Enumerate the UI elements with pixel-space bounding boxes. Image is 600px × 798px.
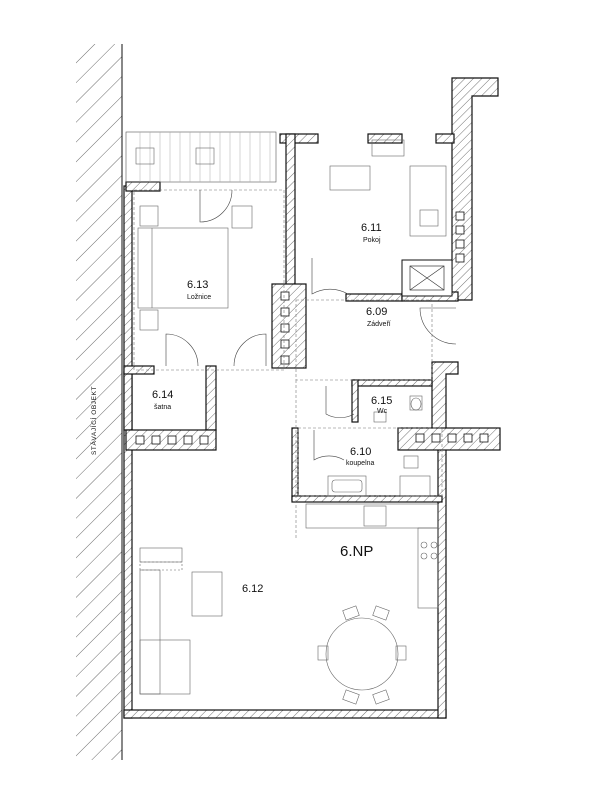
kitchen [305,503,439,609]
room-number: 6.13 [187,279,208,291]
floor-label: 6.NP [340,543,373,560]
room-number: 6.12 [242,583,263,595]
room-name: koupelna [346,460,375,467]
room-name: Ložnice [187,294,211,301]
adjacent-building-label: STÁVAJÍCÍ OBJEKT [89,386,98,455]
room-609-label: 6.09 Zádveří [366,306,391,328]
room-610-label: 6.10 koupelna [346,446,375,467]
bedroom-furniture [133,189,285,371]
room-name: Wc [377,408,388,415]
chimney-column [271,283,307,369]
room-name: Zádveří [367,321,391,328]
room-615-label: 6.15 Wc [371,395,392,415]
room-number: 6.11 [361,222,382,234]
room-611-furniture [311,139,447,295]
room-name: Pokoj [363,237,381,244]
hall-doors [165,299,457,461]
bathroom-fixtures [297,427,443,497]
chimney-row-left [125,429,217,451]
adjacent-building: STÁVAJÍCÍ OBJEKT [76,44,123,760]
room-611-label: 6.11 Pokoj [361,222,382,244]
wc-fixtures [373,395,423,423]
chimney-column-right [455,211,465,263]
room-number: 6.10 [350,446,371,458]
room-number: 6.14 [152,389,173,401]
room-name: šatna [154,404,171,411]
room-614-label: 6.14 šatna [152,389,173,411]
room-number: 6.09 [366,306,387,318]
living-furniture [139,547,407,705]
chimney-row-right [397,427,501,451]
room-612-label: 6.12 [242,583,263,595]
room-number: 6.15 [371,395,392,407]
balcony [125,131,277,183]
shaft [401,259,453,297]
room-613-label: 6.13 Ložnice [187,279,211,301]
